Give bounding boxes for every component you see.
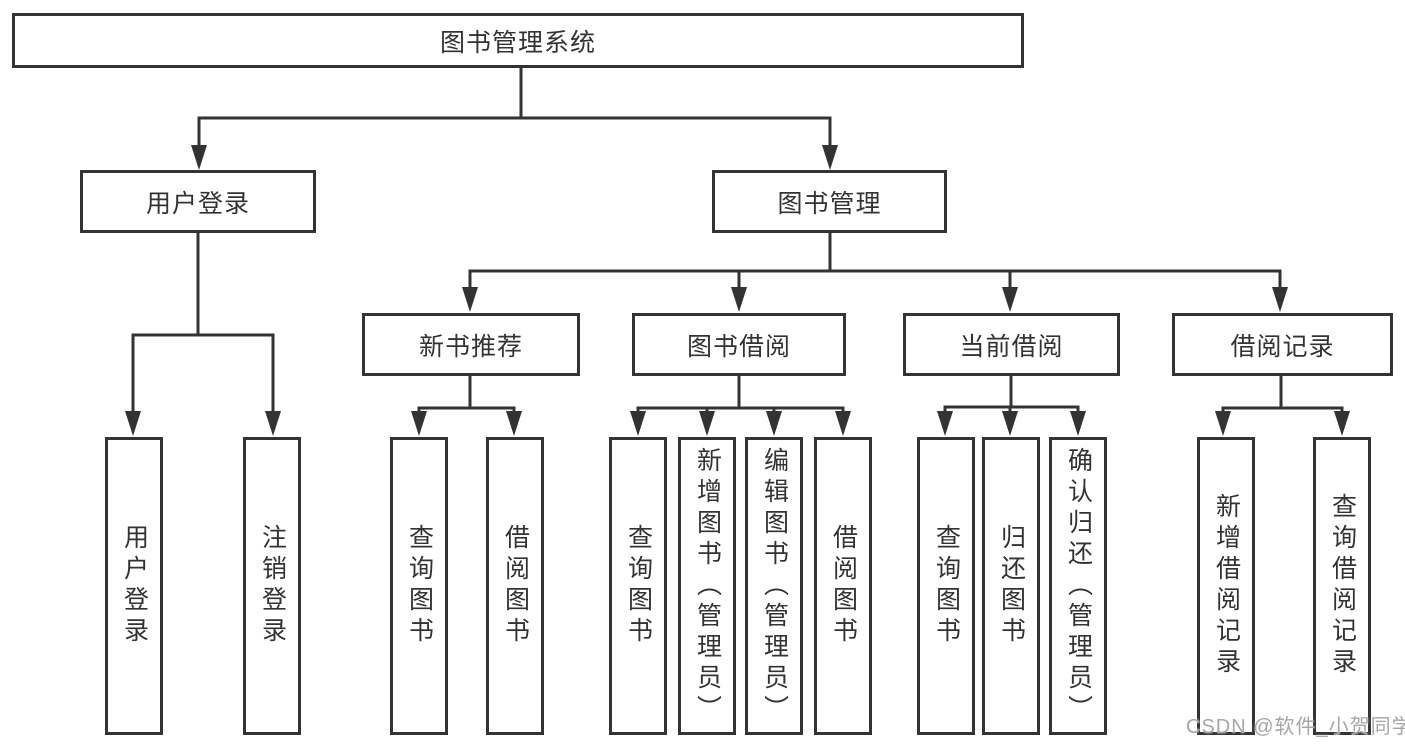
leaf-confirm-return-admin-label: 确认归还（管理员）: [1064, 446, 1093, 726]
leaf-borrow-book: 借阅图书: [814, 437, 872, 735]
leaf-edit-book-admin: 编辑图书（管理员）: [745, 437, 803, 735]
leaf-logout: 注销登录: [243, 437, 301, 735]
leaf-recommend-query-book-label: 查询图书: [405, 524, 434, 648]
node-new-book-recommend: 新书推荐: [362, 313, 580, 376]
leaf-query-borrow-record: 查询借阅记录: [1313, 437, 1371, 735]
node-book-borrow: 图书借阅: [632, 313, 846, 376]
leaf-recommend-query-book: 查询图书: [390, 437, 448, 735]
leaf-current-query-book-label: 查询图书: [932, 524, 961, 648]
leaf-query-borrow-record-label: 查询借阅记录: [1328, 493, 1357, 679]
leaf-user-login-label: 用户登录: [120, 524, 149, 648]
leaf-borrow-query-book: 查询图书: [609, 437, 667, 735]
node-user-login: 用户登录: [80, 170, 316, 233]
leaf-return-book-label: 归还图书: [997, 524, 1026, 648]
leaf-return-book: 归还图书: [982, 437, 1040, 735]
leaf-add-borrow-record: 新增借阅记录: [1197, 437, 1255, 735]
node-book-management: 图书管理: [712, 170, 947, 233]
leaf-edit-book-admin-label: 编辑图书（管理员）: [760, 446, 789, 726]
leaf-recommend-borrow-book: 借阅图书: [486, 437, 544, 735]
leaf-borrow-book-label: 借阅图书: [829, 524, 858, 648]
node-library-system-label: 图书管理系统: [439, 28, 596, 57]
leaf-recommend-borrow-book-label: 借阅图书: [501, 524, 530, 648]
node-borrow-records: 借阅记录: [1172, 313, 1393, 376]
node-library-system: 图书管理系统: [12, 13, 1024, 68]
node-user-login-label: 用户登录: [145, 189, 250, 218]
node-borrow-records-label: 借阅记录: [1230, 332, 1335, 361]
leaf-add-book-admin: 新增图书（管理员）: [678, 437, 736, 735]
leaf-add-book-admin-label: 新增图书（管理员）: [693, 446, 722, 726]
leaf-borrow-query-book-label: 查询图书: [624, 524, 653, 648]
leaf-confirm-return-admin: 确认归还（管理员）: [1049, 437, 1107, 735]
node-current-borrow-label: 当前借阅: [959, 332, 1064, 361]
node-book-borrow-label: 图书借阅: [686, 332, 791, 361]
node-new-book-recommend-label: 新书推荐: [418, 332, 523, 361]
node-current-borrow: 当前借阅: [903, 313, 1120, 376]
leaf-logout-label: 注销登录: [258, 524, 287, 648]
leaf-user-login: 用户登录: [105, 437, 163, 735]
leaf-add-borrow-record-label: 新增借阅记录: [1212, 493, 1241, 679]
node-book-management-label: 图书管理: [777, 189, 882, 218]
leaf-current-query-book: 查询图书: [917, 437, 975, 735]
watermark: CSDN @软件_小贺同学: [1186, 716, 1405, 738]
